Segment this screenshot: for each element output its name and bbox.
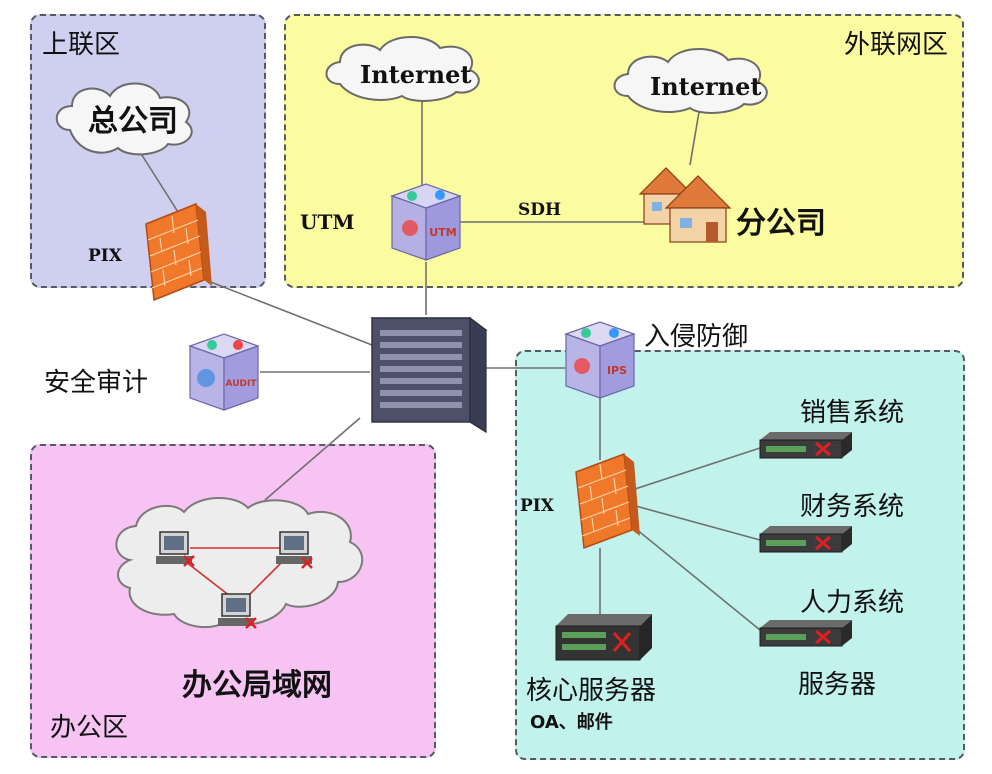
servers-label: 服务器 xyxy=(798,670,877,700)
link-internet-branch xyxy=(689,105,701,166)
ips-device-icon: IPS xyxy=(564,321,636,399)
pix-label: PIX xyxy=(88,246,122,266)
hq-label: 总公司 xyxy=(88,104,178,139)
audit-label: 安全审计 xyxy=(44,368,149,398)
ips-badge: IPS xyxy=(607,364,627,377)
link-pix-sales xyxy=(631,447,761,491)
branch-label: 分公司 xyxy=(736,206,826,241)
hr-system-label: 人力系统 xyxy=(800,588,905,618)
sdh-label: SDH xyxy=(518,200,562,220)
core-server-icon xyxy=(555,614,652,661)
office-zone-title: 办公区 xyxy=(50,713,129,743)
internet-label-2: Internet xyxy=(650,72,762,101)
core-server-subtitle: OA、邮件 xyxy=(530,712,613,733)
sales-system-label: 销售系统 xyxy=(800,398,905,428)
audit-badge: AUDIT xyxy=(226,379,258,389)
utm-device-icon: UTM xyxy=(390,183,462,261)
branch-office-icon xyxy=(638,167,732,243)
office-lan-label: 办公局域网 xyxy=(182,668,332,703)
link-hq-pix xyxy=(139,151,179,213)
pc-icon xyxy=(218,593,257,629)
connection-lines xyxy=(139,96,761,631)
firewall-icon xyxy=(145,202,212,302)
core-server-label: 核心服务器 xyxy=(526,676,657,706)
external-network-zone: 外联网区 xyxy=(284,14,964,288)
internet-cloud-icon-2 xyxy=(613,48,768,114)
security-audit-device-icon: AUDIT xyxy=(188,333,260,411)
core-switch-icon xyxy=(370,316,488,434)
pc-icon xyxy=(156,531,195,567)
utm-badge: UTM xyxy=(429,226,456,239)
utm-label: UTM xyxy=(300,210,355,234)
pc-icon xyxy=(276,531,313,569)
internet-label: Internet xyxy=(360,60,472,89)
link-pix-finance xyxy=(631,504,761,541)
office-lan-cloud-icon xyxy=(115,496,363,629)
hr-server-icon xyxy=(759,620,852,647)
link-core-lan xyxy=(264,417,361,501)
finance-system-label: 财务系统 xyxy=(800,492,905,522)
external-zone-title: 外联网区 xyxy=(843,30,948,60)
finance-server-icon xyxy=(759,526,852,553)
ips-label: 入侵防御 xyxy=(644,322,749,352)
server-pix-label: PIX xyxy=(520,496,554,516)
link-pix-core xyxy=(179,269,373,346)
server-zone xyxy=(515,350,965,760)
hq-cloud-icon xyxy=(55,82,193,156)
sales-server-icon xyxy=(759,432,852,459)
server-firewall-icon xyxy=(575,452,640,550)
upper-zone-title: 上联区 xyxy=(42,30,121,60)
link-pix-hr xyxy=(624,519,761,631)
internet-cloud-icon xyxy=(325,36,480,102)
